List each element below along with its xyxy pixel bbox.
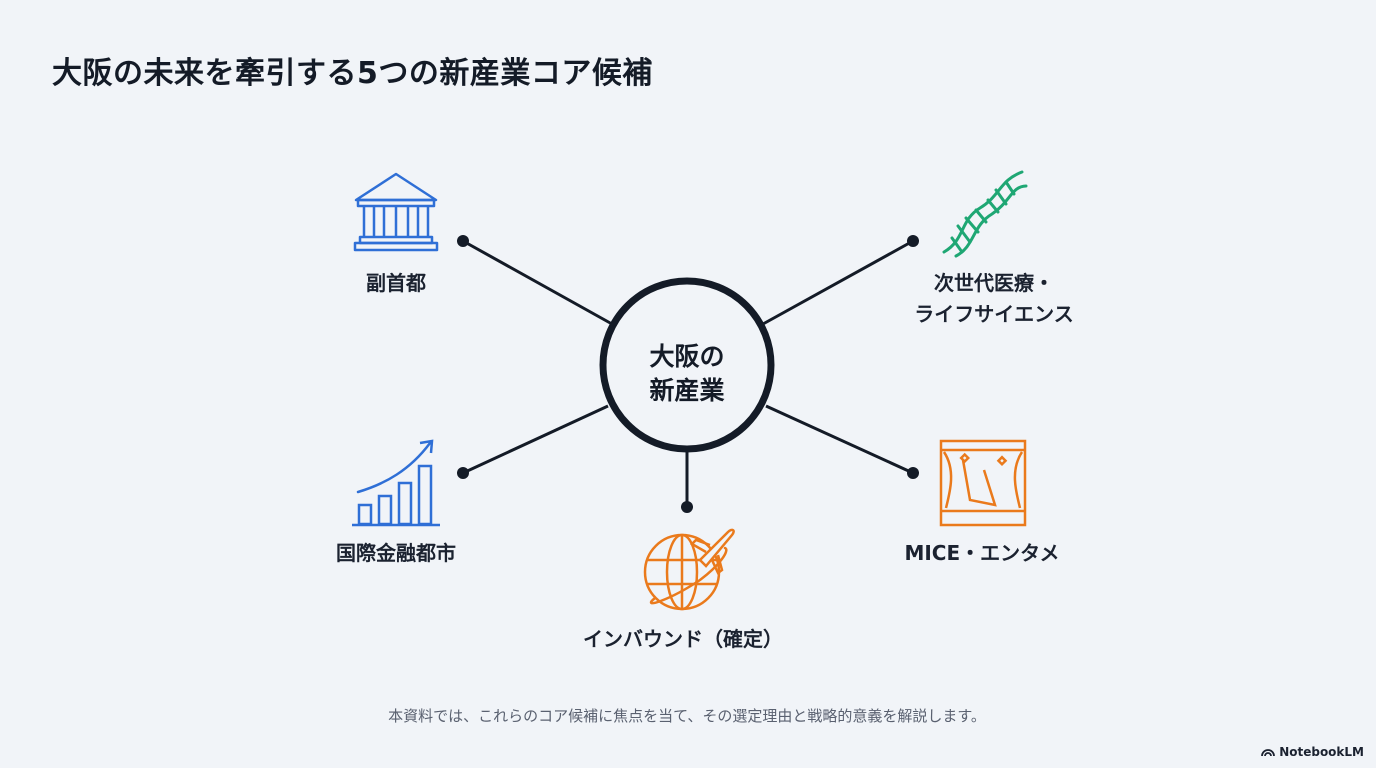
notebooklm-brand: NotebookLM <box>1261 745 1364 759</box>
center-hub-circle <box>599 277 775 453</box>
connector-dot <box>907 467 919 479</box>
node-label-finance: 国際金融都市 <box>336 541 456 565</box>
connector-medical <box>762 239 914 326</box>
node-label-inbound: インバウンド（確定） <box>583 627 783 651</box>
brand-label: NotebookLM <box>1279 745 1364 759</box>
medical-line-2: ライフサイエンス <box>914 302 1074 326</box>
node-label-mice: MICE・エンタメ <box>904 541 1060 565</box>
stage-curtain-icon <box>939 439 1027 527</box>
globe-airplane-icon <box>643 528 735 611</box>
center-line-2: 新産業 <box>649 376 725 405</box>
medical-line-1: 次世代医療・ <box>934 271 1054 295</box>
node-label-vice-capital: 副首都 <box>366 271 426 295</box>
connector-vice-capital <box>462 239 613 326</box>
connector-dot <box>457 235 469 247</box>
connector-finance <box>462 404 609 475</box>
page-title: 大阪の未来を牽引する5つの新産業コア候補 <box>52 56 653 91</box>
connector-dot <box>907 235 919 247</box>
dna-icon <box>942 170 1028 258</box>
connectors <box>457 235 919 513</box>
center-line-1: 大阪の <box>649 342 725 371</box>
node-label-medical: 次世代医療・ ライフサイエンス <box>914 268 1073 330</box>
growth-chart-icon <box>352 439 440 527</box>
footer-note: 本資料では、これらのコア候補に焦点を当て、その選定理由と戦略的意義を解説します。 <box>388 707 986 725</box>
center-hub-label: 大阪の 新産業 <box>649 340 724 408</box>
notebooklm-logo-icon <box>1261 749 1276 757</box>
connector-dot <box>457 467 469 479</box>
connector-mice <box>765 404 914 475</box>
bank-building-icon <box>353 172 439 252</box>
connector-dot <box>681 501 693 513</box>
